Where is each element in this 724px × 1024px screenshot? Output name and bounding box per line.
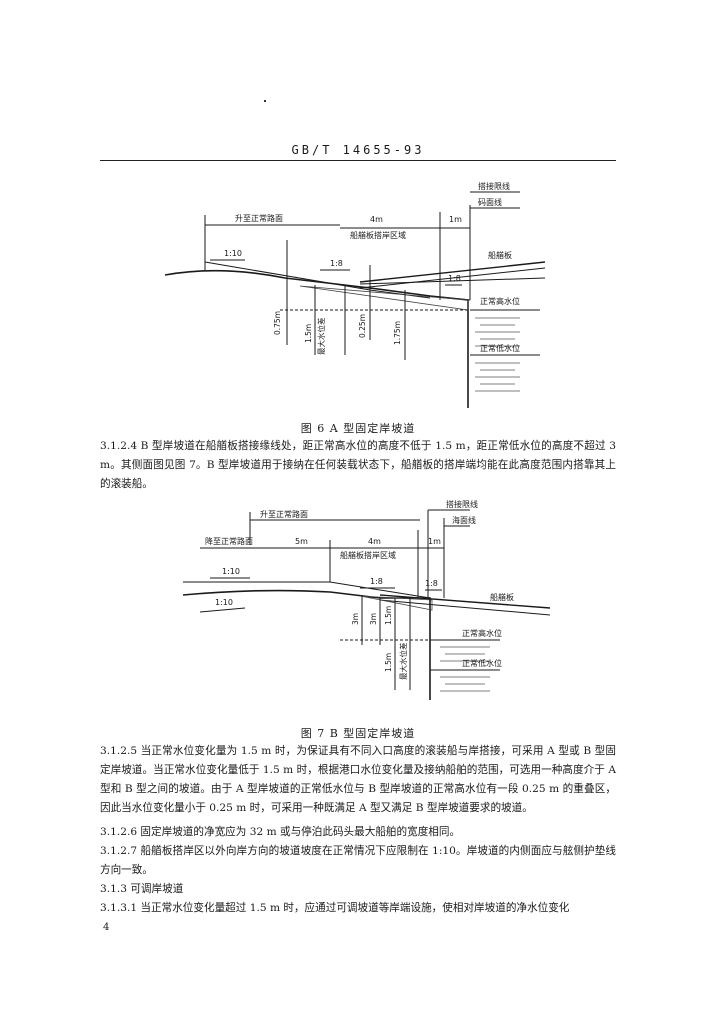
figure-7-diagram: 升至正常路面 降至正常路面 5m 4m 1m 船艏板搭岸区域 搭接限线 海面线 …	[182, 499, 551, 700]
fig7-dim-1m: 1m	[428, 537, 441, 546]
header-rule	[100, 160, 616, 161]
figure-6-caption: 图 6 A 型固定岸坡道	[300, 422, 416, 435]
paragraph-3-1-2-7: 3.1.2.7 船艏板搭岸区以外向岸方向的坡道坡度在正常情况下应限制在 1:10…	[100, 845, 616, 876]
fig6-v1: 0.75m	[273, 311, 282, 335]
fig6-v2: 1.5m	[304, 324, 313, 343]
fig6-bracket-label: 升至正常路面	[235, 213, 283, 223]
page-header: GB/T 14655-93	[291, 143, 425, 157]
fig6-v4: 0.25m	[358, 314, 367, 338]
fig6-v5: 1.75m	[393, 321, 402, 345]
fig7-bracket-label: 升至正常路面	[260, 509, 308, 519]
paragraph-3-1-2-6: 3.1.2.6 固定岸坡道的净宽应为 32 m 或与停泊此码头最大船舶的宽度相同…	[100, 826, 461, 838]
fig6-dim-4m: 4m	[370, 215, 383, 224]
fig6-high-water: 正常高水位	[480, 296, 520, 306]
fig6-dock-line: 码面线	[478, 197, 502, 207]
fig6-slope-mid: 1:8	[330, 259, 343, 268]
fig6-deck: 船艏板	[488, 250, 512, 260]
fig7-low-water: 正常低水位	[462, 658, 502, 668]
fig7-dim-5m: 5m	[295, 537, 308, 546]
fig7-slope-mid: 1:8	[370, 577, 383, 586]
fig6-dim-1m: 1m	[449, 215, 462, 224]
fig7-dock-line: 海面线	[452, 515, 476, 525]
fig6-zone: 船艏板搭岸区域	[350, 230, 406, 240]
fig7-v2: 3m	[369, 613, 378, 625]
paragraph-3-1-2-5: 3.1.2.5 当正常水位变化量为 1.5 m 时，为保证具有不同入口高度的滚装…	[100, 745, 616, 814]
page-number: 4	[103, 922, 110, 933]
fig7-ramp-line: 搭接限线	[446, 499, 478, 509]
fig7-v3: 1.5m	[384, 606, 393, 625]
fig7-zone: 船艏板搭岸区域	[340, 550, 396, 560]
fig7-slope-b: 1:10	[215, 598, 233, 607]
fig6-low-water: 正常低水位	[480, 343, 520, 353]
fig6-ramp-line: 搭接限线	[478, 181, 510, 191]
fig7-v4: 1.5m	[384, 653, 393, 672]
fig6-slope-left: 1:10	[224, 249, 242, 258]
figure-6-diagram: 升至正常路面 4m 1m 船艏板搭岸区域 搭接限线 码面线 船艏板 1:10 1…	[164, 181, 546, 408]
fig6-v3: 最大水位差	[316, 317, 326, 355]
paragraph-3-1-2-4: 3.1.2.4 B 型岸坡道在船艏板搭接缘线处，距正常高水位的高度不低于 1.5…	[100, 440, 616, 490]
fig7-deck: 船艏板	[490, 592, 514, 602]
fig7-slope-right: 1:8	[425, 579, 438, 588]
scan-speck	[264, 100, 266, 102]
fig7-slope-a: 1:10	[222, 567, 240, 576]
fig7-v1: 3m	[351, 613, 360, 625]
section-3-1-3-heading: 3.1.3 可调岸坡道	[100, 883, 184, 895]
fig7-dim-4m: 4m	[368, 537, 381, 546]
figure-7-caption: 图 7 B 型固定岸坡道	[300, 727, 416, 740]
fig7-left-label: 降至正常路面	[205, 536, 253, 546]
fig7-high-water: 正常高水位	[462, 628, 502, 638]
fig7-v5: 最大水位差	[398, 642, 408, 680]
fig6-slope-right: 1:8	[448, 274, 461, 283]
paragraph-3-1-3-1: 3.1.3.1 当正常水位变化量超过 1.5 m 时，应通过可调坡道等岸端设施，…	[100, 902, 570, 914]
